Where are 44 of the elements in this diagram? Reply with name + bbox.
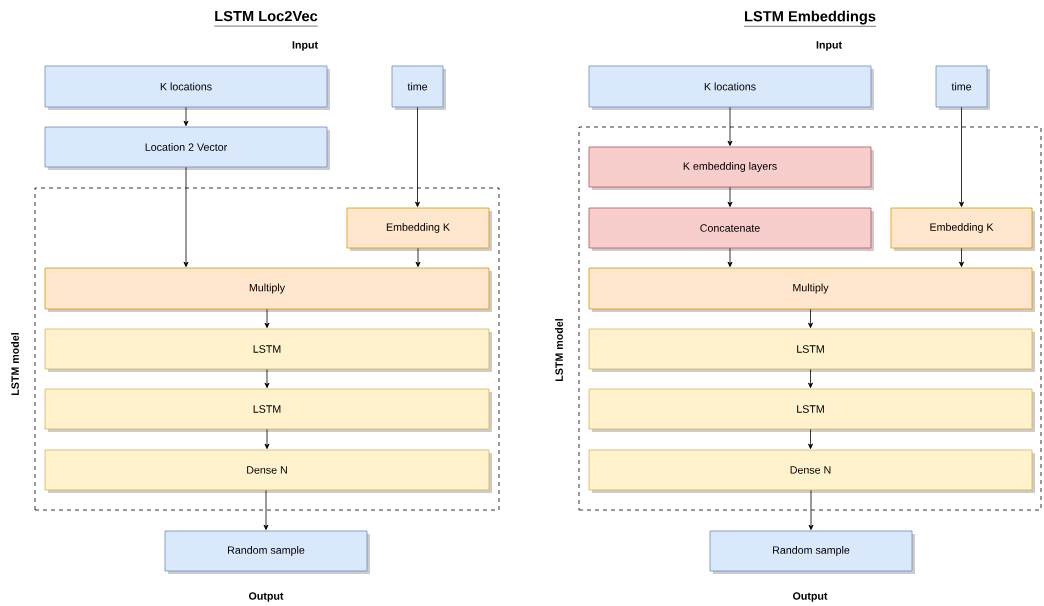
layer-box: Dense N xyxy=(44,449,492,493)
arrow xyxy=(727,248,733,268)
arrow xyxy=(808,309,813,329)
arrow xyxy=(808,490,814,531)
arrow xyxy=(183,107,189,127)
layer-box: time xyxy=(935,65,990,110)
layer-box: time xyxy=(391,65,446,110)
layer-box: K locations xyxy=(588,65,874,110)
layer-box: LSTM xyxy=(44,388,492,432)
panel-title: LSTM Embeddings xyxy=(743,10,877,27)
layer-box: Embedding K xyxy=(346,207,492,251)
layer-box: Location 2 Vector xyxy=(44,126,330,170)
arrow xyxy=(264,309,270,329)
arrow xyxy=(959,248,964,268)
arrow xyxy=(263,490,269,531)
arrow xyxy=(415,248,421,268)
layer-box: Random sample xyxy=(709,530,915,574)
layer-box: LSTM xyxy=(588,388,1035,432)
layer-box: Multiply xyxy=(44,267,492,312)
group-label: LSTM model xyxy=(555,319,563,381)
arrow xyxy=(727,107,733,146)
group-label: LSTM model xyxy=(11,333,19,395)
io-label: Input xyxy=(816,41,842,51)
io-label: Output xyxy=(793,592,828,602)
layer-box: Random sample xyxy=(164,530,370,574)
arrow xyxy=(959,107,964,208)
layer-box: Multiply xyxy=(588,267,1035,312)
arrow xyxy=(727,187,733,208)
layer-box: K embedding layers xyxy=(588,146,874,190)
arrow xyxy=(415,107,420,208)
layer-box: LSTM xyxy=(44,328,492,372)
panel-title: LSTM Loc2Vec xyxy=(214,10,319,27)
arrow xyxy=(183,167,189,268)
arrow xyxy=(264,429,270,450)
layer-box: K locations xyxy=(44,65,330,110)
layer-box: Concatenate xyxy=(588,207,874,251)
arrow xyxy=(808,369,813,389)
arrow xyxy=(264,369,270,389)
arrow xyxy=(808,429,813,450)
io-label: Output xyxy=(248,592,284,602)
layer-box: LSTM xyxy=(588,328,1035,372)
layer-box: Dense N xyxy=(588,449,1035,493)
io-label: Input xyxy=(292,41,318,51)
layer-box: Embedding K xyxy=(890,207,1035,251)
